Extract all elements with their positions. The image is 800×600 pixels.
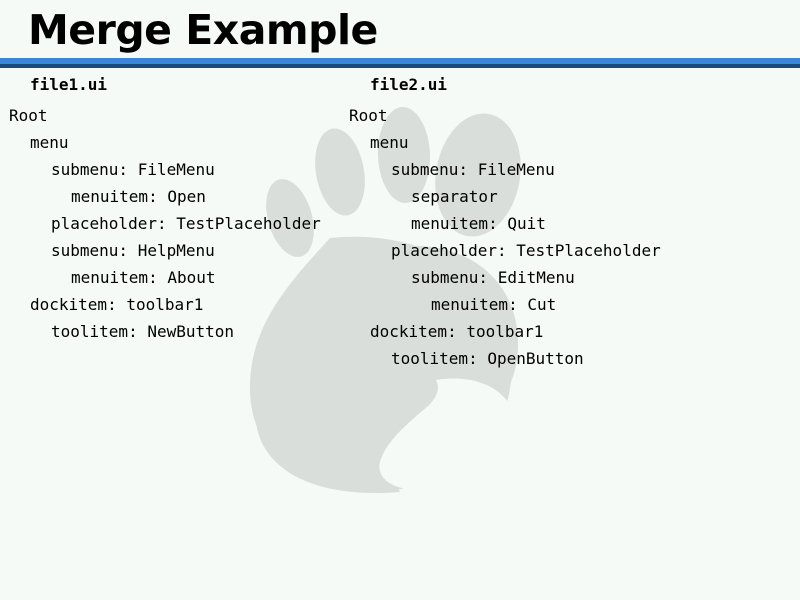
tree-line-label: dockitem: toolbar1 bbox=[30, 295, 204, 314]
tree-line-label: menuitem: Open bbox=[71, 187, 206, 206]
tree-line-label: menuitem: About bbox=[71, 268, 216, 287]
tree-line-label: submenu: HelpMenu bbox=[51, 241, 215, 260]
tree-line: submenu: FileMenu bbox=[0, 156, 360, 183]
tree-list-file2: Root menu submenu: FileMenu separator menuit… bbox=[340, 102, 780, 372]
tree-line-label: toolitem: NewButton bbox=[51, 322, 235, 341]
tree-line-label: placeholder: TestPlaceholder bbox=[51, 214, 321, 233]
tree-line-label: placeholder: TestPlaceholder bbox=[391, 241, 661, 260]
title-divider bbox=[0, 58, 800, 68]
tree-line: menuitem: Quit bbox=[340, 210, 780, 237]
tree-line: separator bbox=[340, 183, 780, 210]
tree-line: submenu: FileMenu bbox=[340, 156, 780, 183]
file-label-file2: file2.ui bbox=[370, 75, 448, 94]
tree-line-label: separator bbox=[411, 187, 498, 206]
tree-line: submenu: HelpMenu bbox=[0, 237, 360, 264]
tree-line: toolitem: OpenButton bbox=[340, 345, 780, 372]
file-label-file1: file1.ui bbox=[30, 75, 108, 94]
tree-line-label: Root bbox=[349, 106, 388, 125]
tree-line-label: menuitem: Quit bbox=[411, 214, 546, 233]
tree-line-label: dockitem: toolbar1 bbox=[370, 322, 544, 341]
tree-line: menu bbox=[340, 129, 780, 156]
tree-line: menu bbox=[0, 129, 360, 156]
tree-line-label: menu bbox=[370, 133, 409, 152]
tree-line: placeholder: TestPlaceholder bbox=[0, 210, 360, 237]
tree-line: placeholder: TestPlaceholder bbox=[340, 237, 780, 264]
tree-line-label: Root bbox=[9, 106, 48, 125]
tree-line: submenu: EditMenu bbox=[340, 264, 780, 291]
tree-line-label: submenu: EditMenu bbox=[411, 268, 575, 287]
tree-line: menuitem: Open bbox=[0, 183, 360, 210]
tree-line: menuitem: Cut bbox=[340, 291, 780, 318]
foot-sole-tail bbox=[379, 378, 517, 490]
tree-line: dockitem: toolbar1 bbox=[0, 291, 360, 318]
page-title: Merge Example bbox=[28, 6, 378, 54]
tree-line-label: menu bbox=[30, 133, 69, 152]
tree-line: dockitem: toolbar1 bbox=[340, 318, 780, 345]
tree-list-file1: Root menu submenu: FileMenu menuitem: Open p… bbox=[0, 102, 360, 345]
divider-light-band bbox=[0, 58, 800, 64]
tree-line-label: submenu: FileMenu bbox=[51, 160, 215, 179]
tree-line: Root bbox=[340, 102, 780, 129]
tree-line-label: menuitem: Cut bbox=[431, 295, 557, 314]
tree-line: toolitem: NewButton bbox=[0, 318, 360, 345]
tree-line-label: submenu: FileMenu bbox=[391, 160, 555, 179]
tree-line: menuitem: About bbox=[0, 264, 360, 291]
divider-dark-band bbox=[0, 64, 800, 68]
tree-line: Root bbox=[0, 102, 360, 129]
tree-line-label: toolitem: OpenButton bbox=[391, 349, 584, 368]
